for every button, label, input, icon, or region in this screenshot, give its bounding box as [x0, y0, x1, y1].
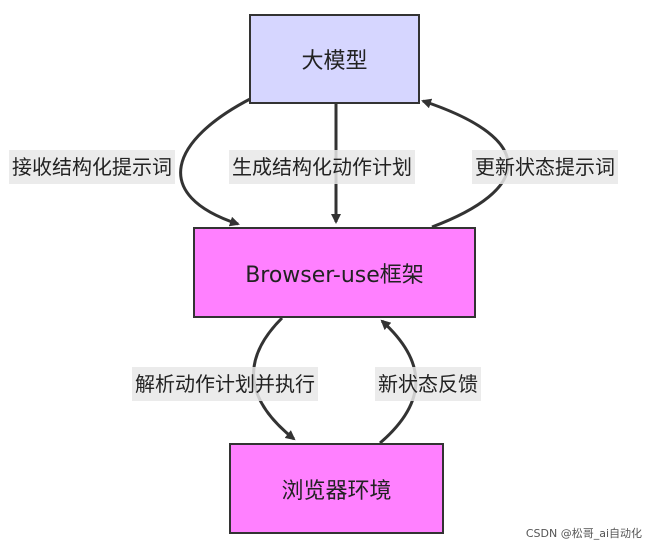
node-browser-label: 浏览器环境 [281, 478, 392, 504]
edge-label-receive-prompt: 接收结构化提示词 [9, 150, 175, 184]
node-framework-label: Browser-use框架 [245, 262, 424, 288]
edge-label-generate-plan: 生成结构化动作计划 [229, 150, 415, 184]
node-browser-environment: 浏览器环境 [229, 443, 444, 534]
watermark: CSDN @松哥_ai自动化 [525, 527, 642, 540]
edge-label-parse-execute: 解析动作计划并执行 [132, 367, 318, 401]
node-llm-label: 大模型 [301, 49, 368, 74]
edge-receive-prompt [179, 96, 253, 227]
edge-label-update-prompt: 更新状态提示词 [472, 150, 618, 184]
node-llm: 大模型 [249, 14, 420, 104]
node-browser-use-framework: Browser-use框架 [193, 227, 476, 318]
edge-label-state-feedback: 新状态反馈 [375, 367, 481, 401]
